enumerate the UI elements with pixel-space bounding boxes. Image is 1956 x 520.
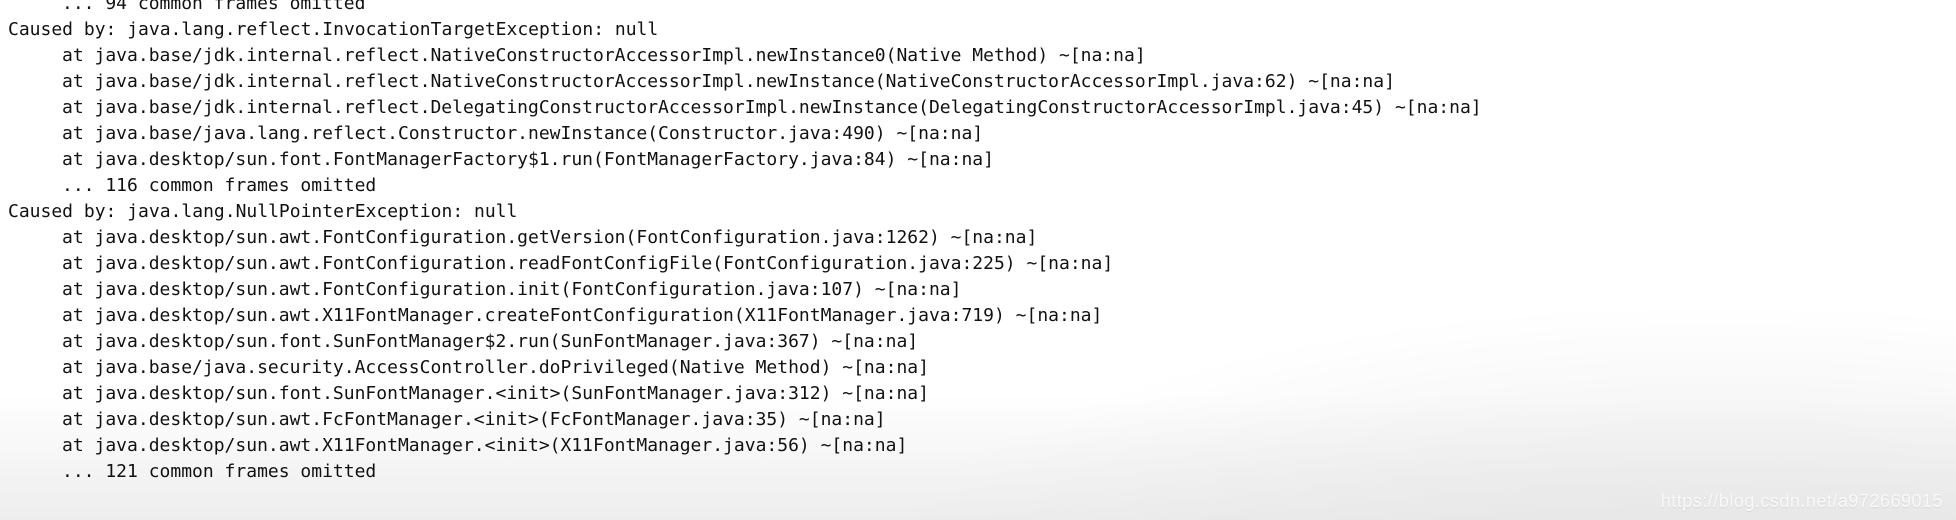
log-line: at java.desktop/sun.awt.X11FontManager.c… <box>62 305 1103 326</box>
log-line: at java.desktop/sun.awt.FontConfiguratio… <box>62 279 962 300</box>
log-line: ... 94 common frames omitted <box>62 0 366 14</box>
log-line: at java.base/jdk.internal.reflect.Native… <box>62 45 1146 66</box>
log-line: at java.desktop/sun.font.SunFontManager.… <box>62 383 929 404</box>
log-line: at java.desktop/sun.font.FontManagerFact… <box>62 149 994 170</box>
log-line: at java.base/jdk.internal.reflect.Delega… <box>62 97 1482 118</box>
watermark-url: https://blog.csdn.net/a972669015 <box>1660 491 1943 511</box>
log-line: at java.desktop/sun.awt.FontConfiguratio… <box>62 253 1114 274</box>
log-line: ... 116 common frames omitted <box>62 175 377 196</box>
log-line: at java.desktop/sun.awt.FontConfiguratio… <box>62 227 1038 248</box>
log-line: at java.base/java.lang.reflect.Construct… <box>62 123 984 144</box>
log-line: Caused by: java.lang.NullPointerExceptio… <box>8 201 518 222</box>
log-line: at java.base/jdk.internal.reflect.Native… <box>62 71 1395 92</box>
log-line: ... 121 common frames omitted <box>62 461 377 482</box>
log-line: at java.desktop/sun.awt.X11FontManager.<… <box>62 435 908 456</box>
log-line: at java.base/java.security.AccessControl… <box>62 357 929 378</box>
log-line: at java.desktop/sun.font.SunFontManager$… <box>62 331 919 352</box>
log-line: at java.desktop/sun.awt.FcFontManager.<i… <box>62 409 886 430</box>
log-line: Caused by: java.lang.reflect.InvocationT… <box>8 19 659 40</box>
